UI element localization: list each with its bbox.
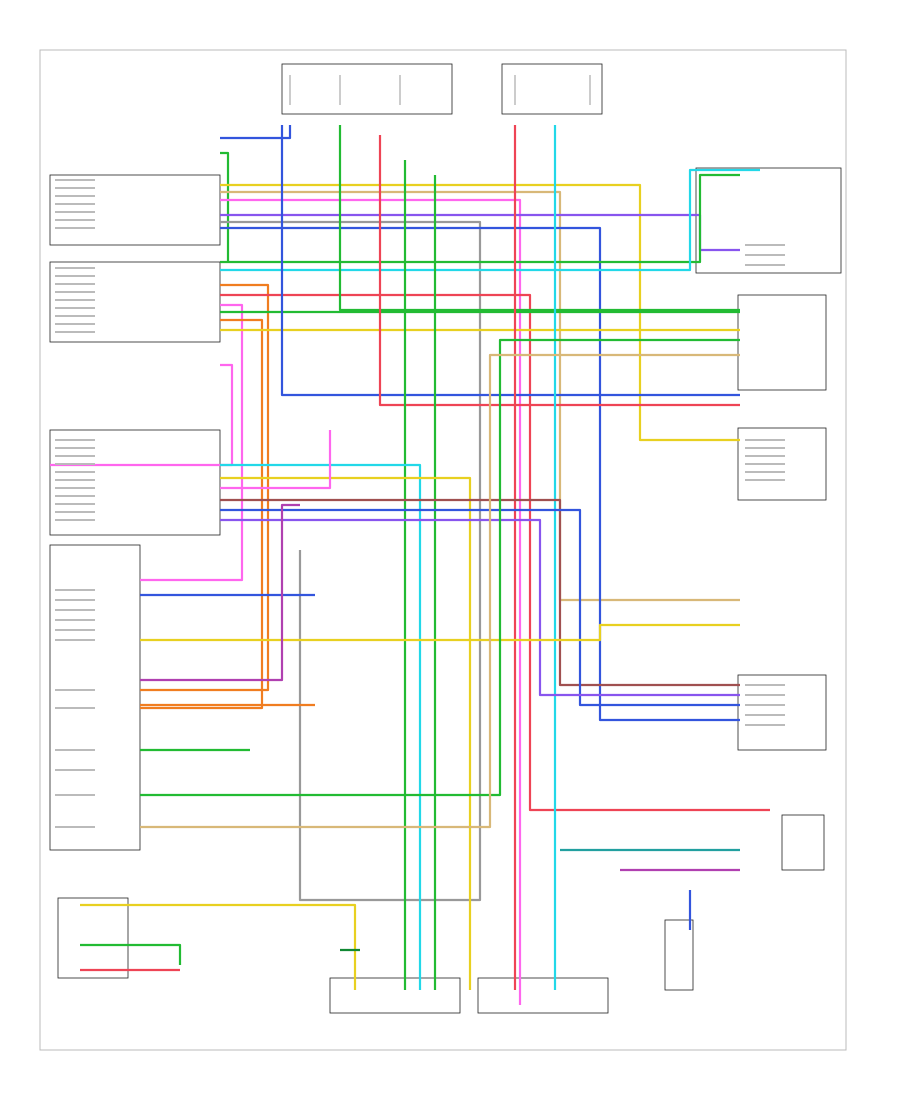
wire-pink-16	[50, 363, 234, 467]
wire-gray-6	[220, 220, 482, 902]
label-group	[55, 179, 785, 828]
wire-red-11	[220, 293, 770, 812]
wire-cyan-24	[220, 463, 422, 990]
wire-blue-7	[220, 226, 740, 722]
wire-blue-1	[220, 125, 292, 140]
top-fuse-panel	[281, 63, 603, 115]
wire-green-33	[140, 338, 740, 797]
wire-green-8	[220, 173, 740, 264]
wire-green-0	[220, 151, 230, 262]
wire-pink-12	[140, 303, 244, 582]
wire-green-18	[338, 125, 740, 312]
wire-violet-36	[140, 503, 300, 682]
left-connector-blocks	[49, 174, 221, 851]
wire-cyan-9	[220, 168, 760, 272]
wire-blue-17	[280, 125, 740, 397]
wire-yellow-25	[220, 476, 472, 990]
wire-yellow-30	[140, 623, 740, 642]
wire-green-39	[80, 943, 182, 965]
wire-orange-14	[140, 318, 264, 710]
wire-pink-4	[220, 198, 522, 1005]
right-components	[664, 167, 842, 991]
wire-blue-28	[220, 508, 740, 707]
wire-yellow-41	[80, 903, 357, 990]
wire-tan-34	[140, 353, 740, 829]
bottom-relays	[57, 897, 609, 1014]
wire-purple-29	[220, 518, 740, 697]
wire-group	[50, 125, 770, 1005]
wire-brown-27	[220, 498, 740, 687]
diagram-border	[39, 49, 847, 1051]
wire-red-19	[378, 135, 740, 407]
wire-pink-26	[220, 430, 332, 490]
